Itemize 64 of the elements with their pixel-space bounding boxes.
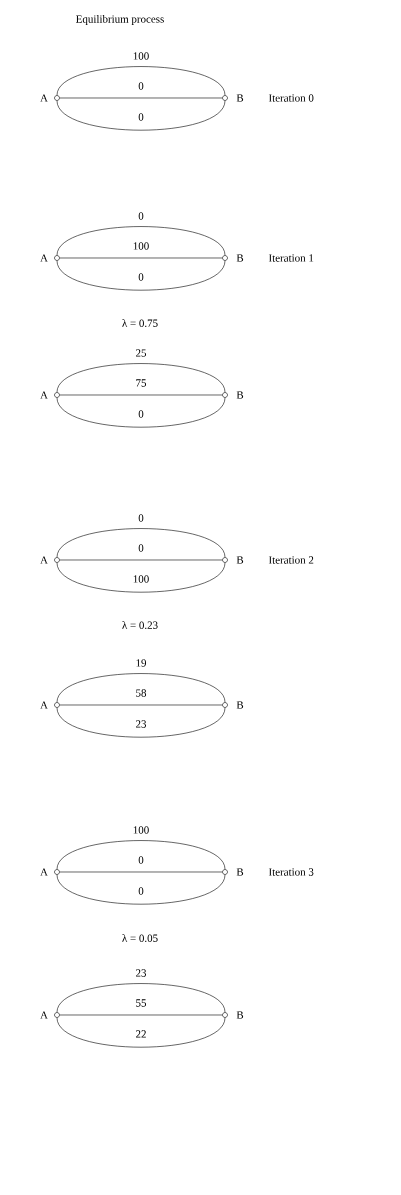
flow-path: [59, 1014, 223, 1016]
node-label: B: [236, 391, 244, 399]
node-label: B: [236, 701, 244, 709]
title: Equilibrium process: [76, 15, 164, 25]
iteration-label: Iteration 0: [268, 94, 314, 102]
flow-value: 75: [136, 379, 147, 387]
flow-path: [56, 673, 226, 703]
flow-value: 19: [136, 659, 147, 667]
flow-value: 58: [136, 689, 147, 697]
flow-path: [59, 394, 223, 396]
flow-value: 100: [133, 242, 149, 250]
flow-value: 0: [138, 410, 144, 418]
flow-path: [56, 1017, 226, 1048]
flow-path: [56, 260, 226, 291]
node-label: A: [40, 254, 48, 262]
lambda-value: λ = 0.75: [122, 319, 158, 327]
flow-path: [59, 559, 223, 561]
flow-value: 0: [138, 273, 144, 281]
flow-path: [56, 528, 226, 558]
flow-value: 0: [138, 514, 144, 522]
flow-path: [56, 226, 226, 256]
flow-path: [59, 257, 223, 259]
lambda-value: λ = 0.23: [122, 621, 158, 629]
node-label: A: [40, 391, 48, 399]
flow-value: 0: [138, 82, 144, 90]
flow-value: 0: [138, 856, 144, 864]
node-label: B: [236, 556, 244, 564]
flow-value: 23: [136, 969, 147, 977]
node-label: A: [40, 701, 48, 709]
iteration-label: Iteration 2: [268, 556, 314, 564]
flow-value: 25: [136, 349, 147, 357]
flow-value: 23: [136, 720, 147, 728]
flow-path: [56, 874, 226, 905]
flow-path: [56, 707, 226, 738]
flow-path: [56, 66, 226, 96]
flow-path: [56, 363, 226, 393]
flow-value: 55: [136, 999, 147, 1007]
flow-value: 0: [138, 212, 144, 220]
flow-path: [56, 397, 226, 428]
flow-value: 22: [136, 1030, 146, 1038]
flow-value: 100: [133, 826, 149, 834]
flow-path: [56, 562, 226, 593]
lambda-value: λ = 0.05: [122, 934, 158, 942]
iteration-label: Iteration 1: [268, 254, 314, 262]
node-label: B: [236, 1011, 244, 1019]
node-label: A: [40, 556, 48, 564]
flow-value: 100: [133, 52, 149, 60]
node-label: A: [40, 868, 48, 876]
flow-path: [59, 871, 223, 873]
flow-value: 0: [138, 887, 144, 895]
node-label: A: [40, 94, 48, 102]
flow-path: [56, 983, 226, 1013]
iteration-label: Iteration 3: [268, 868, 314, 876]
flow-value: 100: [133, 575, 149, 583]
node-label: B: [236, 868, 244, 876]
flow-path: [59, 704, 223, 706]
node-label: B: [236, 254, 244, 262]
flow-path: [56, 840, 226, 870]
node-label: B: [236, 94, 244, 102]
node-label: A: [40, 1011, 48, 1019]
flow-value: 0: [138, 544, 144, 552]
flow-path: [56, 100, 226, 131]
flow-path: [59, 97, 223, 99]
flow-value: 0: [138, 113, 144, 121]
